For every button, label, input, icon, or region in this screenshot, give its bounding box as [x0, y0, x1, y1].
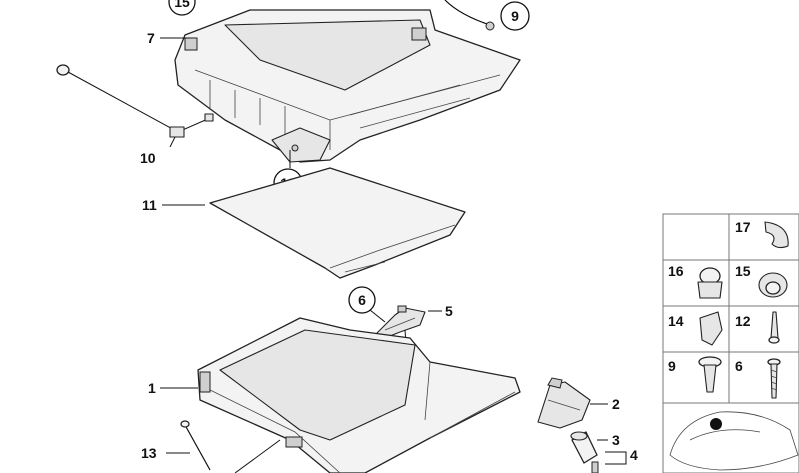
callout-7-label: 7	[147, 30, 155, 46]
callout-6: 6	[348, 286, 386, 323]
cable-part-9	[444, 0, 495, 31]
car-location-thumbnail	[669, 411, 799, 471]
liner-part-11	[209, 167, 466, 279]
legend-14-bracket: 14	[668, 311, 723, 346]
callout-1: 1	[148, 380, 198, 396]
legend-9-label: 9	[668, 358, 676, 374]
callout-1-label: 1	[148, 380, 156, 396]
legend-16-grommet: 16	[668, 263, 723, 299]
legend-15-ring: 15	[735, 263, 788, 298]
callout-2: 2	[590, 396, 620, 412]
callout-5: 5	[428, 303, 453, 319]
legend-15-label: 15	[735, 263, 751, 279]
legend-6-label: 6	[735, 358, 743, 374]
callout-10: 10	[140, 150, 156, 166]
callout-3-label: 3	[612, 432, 620, 448]
legend-9-rivet: 9	[668, 356, 722, 393]
callout-11-label: 11	[142, 197, 157, 213]
callout-11: 11	[142, 197, 205, 213]
callout-7: 7	[147, 30, 190, 46]
legend-16-label: 16	[668, 263, 684, 279]
callout-3: 3	[597, 432, 620, 448]
legend-14-label: 14	[668, 313, 684, 329]
callout-10-label: 10	[140, 150, 156, 166]
upper-glovebox-housing	[174, 9, 521, 163]
callout-2-label: 2	[612, 396, 620, 412]
legend-17-clip: 17	[735, 219, 789, 249]
callout-9-label: 9	[511, 8, 519, 24]
callout-4: 4	[605, 447, 638, 465]
glovebox-tray-part-1	[197, 317, 521, 473]
legend-17-label: 17	[735, 219, 751, 235]
callout-13-label: 13	[141, 445, 157, 461]
callout-15: 15	[168, 0, 196, 16]
legend-6-screw: 6	[735, 358, 781, 399]
parts-legend-grid	[662, 213, 799, 473]
legend-12-label: 12	[735, 313, 751, 329]
strut-part-13	[180, 420, 281, 473]
callout-9: 9	[500, 1, 530, 31]
callout-5-label: 5	[445, 303, 453, 319]
legend-12-pin: 12	[735, 311, 780, 344]
bushing-part-3	[570, 431, 599, 473]
handle-part-2	[537, 377, 591, 429]
callout-13: 13	[141, 445, 190, 461]
rod-part-10	[56, 64, 214, 148]
callout-4-label: 4	[630, 447, 638, 463]
callout-15-label: 15	[174, 0, 190, 10]
callout-6-label: 6	[358, 292, 366, 308]
